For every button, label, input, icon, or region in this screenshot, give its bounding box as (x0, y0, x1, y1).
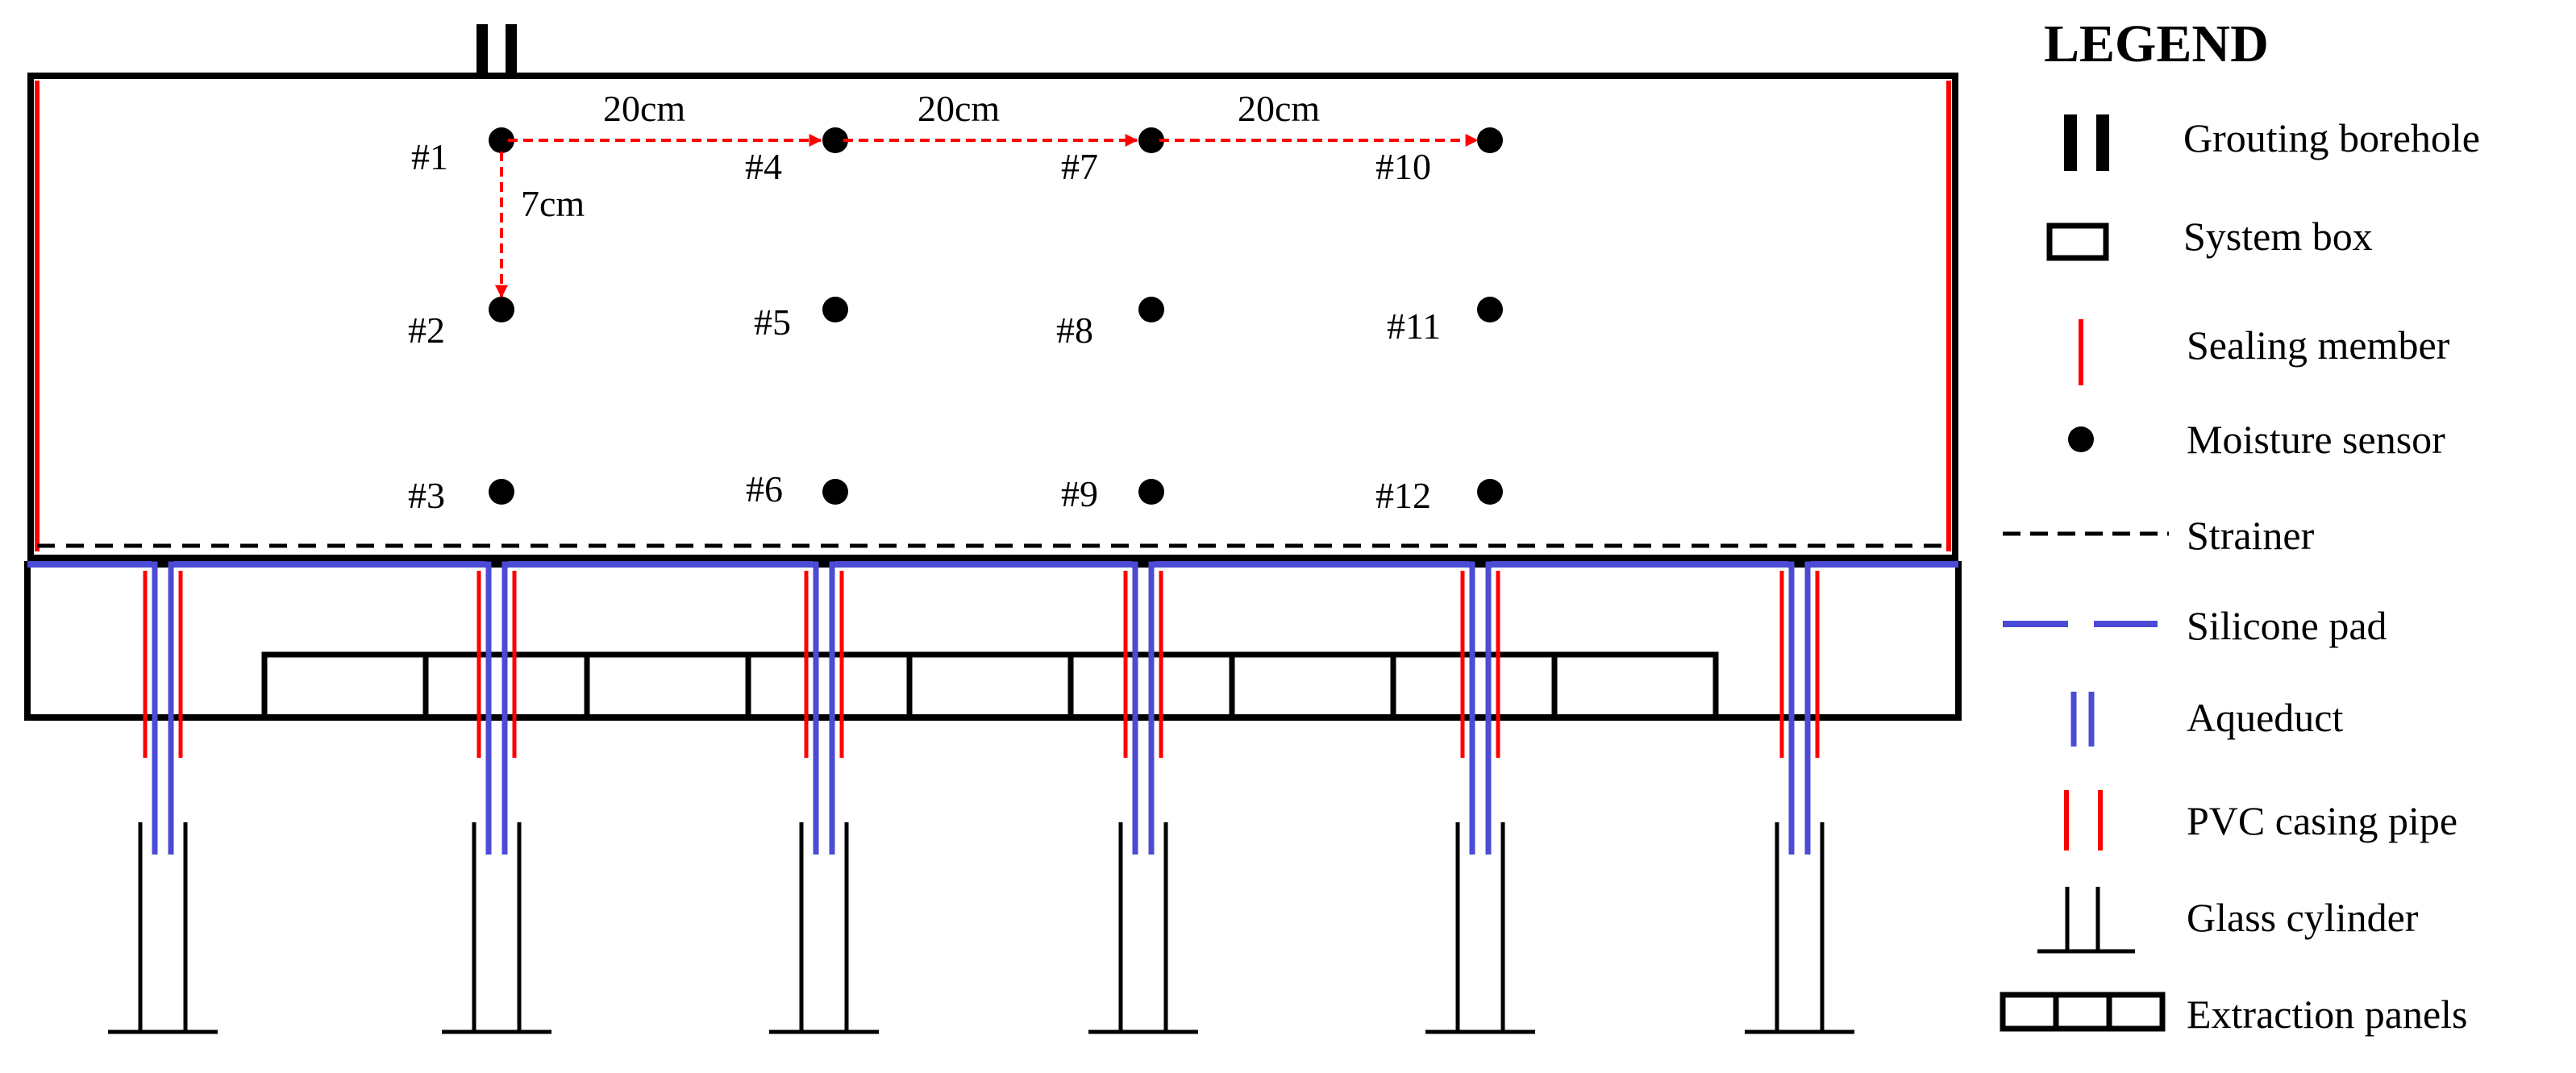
moisture-sensor-s12 (1477, 479, 1503, 505)
sensor-label-s10: #10 (1375, 146, 1431, 187)
drain-assembly-4 (1088, 561, 1198, 1034)
system-box (27, 73, 1958, 561)
sensor-label-s4: #4 (745, 146, 782, 187)
drain-assembly-6 (1745, 561, 1854, 1034)
glass-cylinder-icon (2037, 887, 2135, 954)
drain-assemblies (27, 561, 1958, 1034)
aqueduct-left (139, 561, 158, 855)
dimension-label-spacing-1: 20cm (603, 88, 685, 129)
moisture-sensor-s5 (822, 297, 848, 322)
drain-assembly-2 (442, 561, 551, 1034)
sensor-label-s1: #1 (411, 136, 448, 177)
extraction-panels (261, 651, 1719, 721)
moisture-sensor-s1 (489, 127, 514, 153)
aqueduct-left (1775, 561, 1795, 855)
aqueduct-left (1119, 561, 1138, 855)
aqueduct-left (800, 561, 819, 855)
drain-assembly-5 (1425, 561, 1535, 1034)
moisture-sensor-s9 (1138, 479, 1164, 505)
lower-box (24, 561, 1962, 721)
grouting-borehole (476, 24, 517, 74)
moisture-sensor-s3 (489, 479, 514, 505)
drain-assembly-3 (769, 561, 879, 1034)
aqueduct-icon (2070, 692, 2095, 747)
apparatus: #1 #2 #3 #4 #5 #6 #7 #8 #9 #10 #11 #12 20cm 20cm 20… (24, 24, 1962, 1034)
sensor-label-s2: #2 (408, 310, 445, 351)
legend-label-silicone-pad: Silicone pad (2187, 603, 2387, 648)
sensor-label-s3: #3 (408, 475, 445, 516)
moisture-sensors: #1 #2 #3 #4 #5 #6 #7 #8 #9 #10 #11 #12 (408, 127, 1503, 516)
moisture-sensor-s7 (1138, 127, 1164, 153)
legend-label-pvc-casing-pipe: PVC casing pipe (2187, 798, 2457, 843)
aqueduct-right (1485, 561, 1504, 855)
sensor-label-s11: #11 (1387, 306, 1441, 347)
sensor-label-s9: #9 (1061, 473, 1098, 514)
moisture-sensor-s8 (1138, 297, 1164, 322)
extraction-panels-icon (2000, 992, 2166, 1032)
aqueduct-left (1456, 561, 1475, 855)
aqueduct-right (168, 561, 187, 855)
aqueduct-right (1804, 561, 1824, 855)
moisture-sensor-icon (2068, 426, 2094, 452)
sensor-label-s12: #12 (1375, 475, 1431, 516)
legend-label-sealing-member: Sealing member (2187, 322, 2450, 368)
sensor-label-s5: #5 (754, 302, 791, 343)
legend-label-moisture-sensor: Moisture sensor (2187, 417, 2445, 462)
legend-label-system-box: System box (2183, 214, 2373, 259)
legend-label-glass-cylinder: Glass cylinder (2187, 895, 2419, 940)
system-box-icon (2046, 223, 2109, 261)
moisture-sensor-s2 (489, 297, 514, 322)
legend-label-grouting-borehole: Grouting borehole (2183, 115, 2480, 160)
dimension-annotations: 20cm 20cm 20cm 7cm (495, 88, 1479, 298)
sensor-label-s6: #6 (746, 468, 783, 509)
dimension-label-spacing-2: 20cm (918, 88, 1000, 129)
moisture-sensor-s10 (1477, 127, 1503, 153)
legend-label-extraction-panels: Extraction panels (2187, 992, 2468, 1037)
pvc-casing-pipe-icon (2064, 790, 2103, 850)
aqueduct-right (829, 561, 848, 855)
aqueduct-left (472, 561, 492, 855)
sensor-label-s7: #7 (1061, 146, 1098, 187)
aqueduct-right (1148, 561, 1167, 855)
legend-label-strainer: Strainer (2187, 513, 2315, 558)
sensor-label-s8: #8 (1056, 310, 1093, 351)
dimension-label-spacing-3: 20cm (1238, 88, 1320, 129)
moisture-sensor-s6 (822, 479, 848, 505)
legend-label-aqueduct: Aqueduct (2187, 695, 2343, 740)
legend: LEGEND (2000, 15, 2480, 1037)
legend-title: LEGEND (2044, 15, 2269, 73)
dimension-label-vertical: 7cm (521, 183, 585, 224)
drain-assembly-1 (108, 561, 218, 1034)
aqueduct-right (501, 561, 521, 855)
moisture-sensor-s11 (1477, 297, 1503, 322)
grouting-borehole-icon (2064, 114, 2109, 171)
moisture-sensor-s4 (822, 127, 848, 153)
